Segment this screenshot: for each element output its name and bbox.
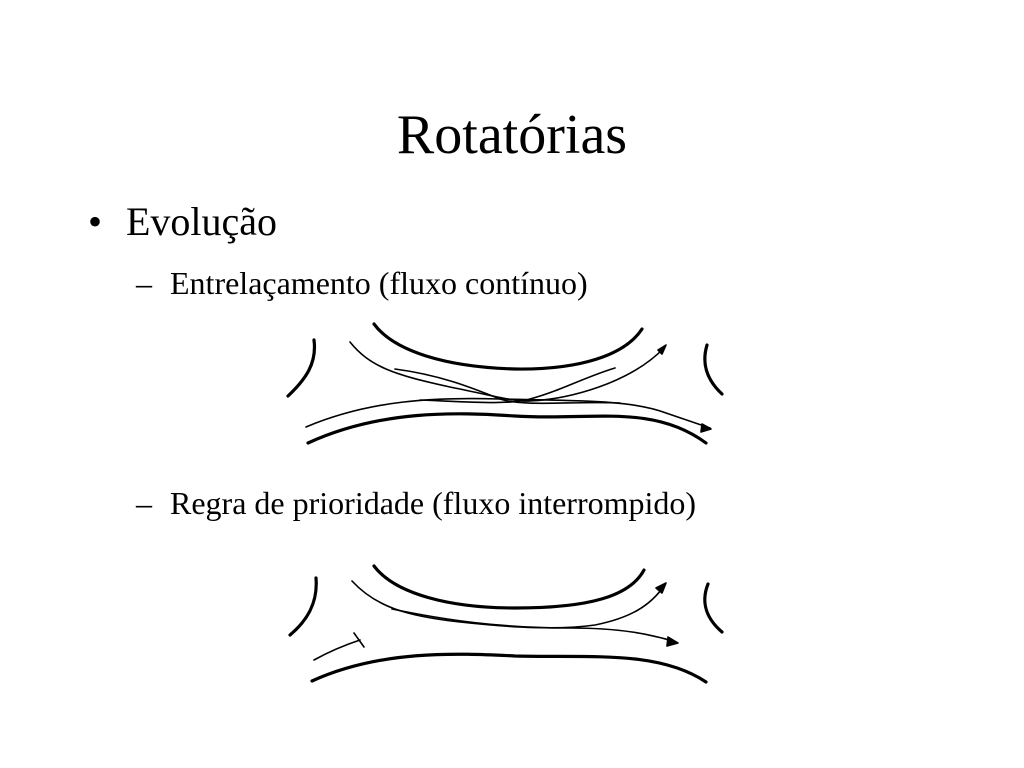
weaving-diagram [286, 322, 724, 445]
right-curb [703, 582, 724, 634]
arrow-head-icon [700, 423, 712, 433]
arrow-head-icon [666, 636, 679, 647]
yield-bar-icon [353, 632, 365, 648]
sub-bullet-text: Regra de prioridade (fluxo interrompido) [170, 485, 697, 521]
arrow-head-icon [655, 582, 667, 594]
sub-bullet-marker: – [136, 265, 152, 301]
bullet-text: Evolução [126, 199, 278, 244]
priority-rule-diagram [288, 564, 724, 684]
sub-bullet-regra-prioridade: –Regra de prioridade (fluxo interrompido… [136, 482, 696, 524]
flow-line-circulating [351, 580, 665, 629]
bullet-marker: • [88, 199, 103, 244]
left-curb [286, 338, 317, 398]
road-bottom-edge [306, 412, 708, 445]
right-curb [703, 343, 724, 396]
flow-line-through [391, 608, 677, 643]
sub-bullet-marker: – [136, 485, 152, 521]
flow-line-entering [313, 639, 361, 661]
island-top-edge [372, 322, 644, 371]
road-bottom-edge [310, 652, 708, 684]
sub-bullet-entrelacamento: –Entrelaçamento (fluxo contínuo) [136, 262, 588, 304]
flow-line-lower [305, 397, 711, 429]
bullet-evolucao: • Evolução [88, 196, 277, 248]
sub-bullet-text: Entrelaçamento (fluxo contínuo) [170, 265, 588, 301]
weave-line-b [419, 367, 616, 404]
slide-title: Rotatórias [396, 104, 628, 166]
island-top-edge [372, 564, 646, 610]
arrow-head-icon [657, 344, 667, 355]
left-curb [288, 576, 318, 637]
